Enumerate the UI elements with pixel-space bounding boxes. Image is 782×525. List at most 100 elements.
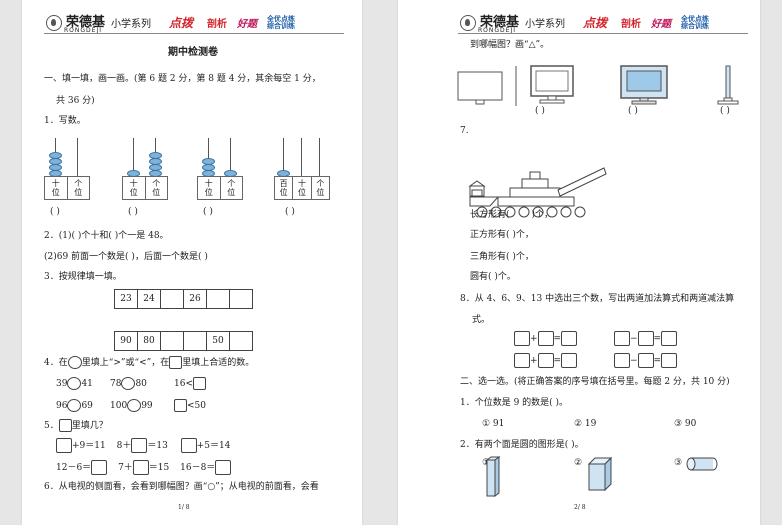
sequence-2: 90 80 50 — [114, 331, 253, 351]
seq2-cell — [160, 331, 184, 351]
brand-logo — [46, 14, 62, 31]
question-2a: 2．(1)( )个十和( )个一是 48。 — [44, 231, 169, 241]
choice-2-option-1[interactable]: ① — [482, 458, 491, 468]
fill-square[interactable] — [614, 331, 630, 346]
seq1-cell: 24 — [137, 289, 161, 309]
seq1-cell — [160, 289, 184, 309]
abacus-3: 十位个位 — [197, 138, 243, 202]
fill-square[interactable] — [614, 353, 630, 368]
badge-haoti: 好题 — [237, 19, 258, 30]
fill-square[interactable] — [561, 331, 578, 346]
q5-row-2: 12－6＝ 7＋＝15 16－8＝ — [56, 460, 232, 475]
tv-side-icon — [717, 65, 739, 105]
tv-blank-3: ( ) — [628, 106, 638, 116]
abacus-3-blank: ( ) — [203, 207, 213, 217]
compare-circle[interactable] — [67, 377, 82, 390]
fill-square[interactable] — [180, 438, 197, 453]
seq2-cell — [183, 331, 207, 351]
brand-name: 荣德基 — [480, 15, 520, 30]
seq1-cell — [229, 289, 253, 309]
question-7: 7. — [460, 126, 469, 136]
seq1-cell: 23 — [114, 289, 138, 309]
fill-square[interactable] — [132, 460, 149, 475]
shape-count-squares: 正方形有( )个， — [470, 230, 534, 240]
seq2-cell: 50 — [206, 331, 230, 351]
fill-square[interactable] — [131, 438, 148, 453]
fill-square[interactable] — [514, 331, 530, 346]
fill-square[interactable] — [637, 331, 654, 346]
fill-square[interactable] — [661, 353, 678, 368]
badge-pouxi: 剖析 — [207, 19, 228, 30]
sequence-1: 23 24 26 — [114, 289, 253, 309]
badge-dianbo: 点拨 — [169, 16, 194, 30]
fill-square[interactable] — [537, 331, 554, 346]
fill-square[interactable] — [91, 460, 108, 475]
abacus-1-col-2: 个位 — [74, 179, 83, 197]
cube-icon — [588, 456, 612, 492]
abacus-4-col-1: 百位 — [275, 177, 294, 199]
fill-square[interactable] — [514, 353, 530, 368]
fill-square[interactable] — [537, 353, 554, 368]
abacus-2-blank: ( ) — [128, 207, 138, 217]
subtraction-equation-2: −= — [614, 353, 678, 368]
q4-row-2-item-3: <50 — [174, 399, 206, 412]
square-blank-icon — [58, 419, 72, 432]
shape-count-triangles: 三角形有( )个， — [470, 252, 534, 262]
choice-2-option-2[interactable]: ② — [574, 458, 583, 468]
choice-1-option-3[interactable]: ③ 90 — [674, 419, 697, 429]
question-5: 5．里填几？ — [44, 419, 108, 432]
badge-haoti: 好题 — [651, 19, 672, 30]
abacus-4: 百位十位个位 — [274, 138, 330, 202]
fill-square[interactable] — [193, 377, 206, 390]
fill-square[interactable] — [174, 399, 187, 412]
choice-question-1: 1．个位数是 9 的数是( )。 — [460, 398, 569, 408]
square-blank-icon — [169, 356, 183, 369]
fill-square[interactable] — [215, 460, 232, 475]
tank-icon — [468, 167, 607, 218]
shape-count-rectangles: 长方形有()个， — [470, 210, 554, 220]
choice-1-option-2[interactable]: ② 19 — [574, 419, 597, 429]
abacus-1: 十位个位 — [44, 138, 90, 202]
question-2b: (2)69 前面一个数是( )，后面一个数是( ) — [44, 252, 208, 262]
section-2-heading: 二、选一选。(将正确答案的序号填在括号里。每题 2 分，共 10 分) — [460, 377, 730, 387]
choice-2-option-3[interactable]: ③ — [674, 458, 683, 468]
brand-series: 小学系列 — [525, 19, 566, 30]
tv-outline-front-icon — [530, 65, 574, 104]
page-number: 2/ 8 — [574, 504, 586, 511]
brand-header: 荣德基 RONGDEJI 小学系列 点拨 剖析 好题 全优点练综合训练 — [460, 14, 709, 34]
abacus-2-col-1: 十位 — [123, 177, 146, 199]
tv-back-icon — [457, 71, 503, 105]
fill-square[interactable] — [56, 438, 72, 453]
header-line — [458, 33, 748, 34]
compare-circle[interactable] — [127, 399, 142, 412]
choice-1-option-1[interactable]: ① 91 — [482, 419, 505, 429]
brand-sub: RONGDEJI — [478, 27, 516, 34]
question-4: 4．在里填上“>”或“<”，在里填上合适的数。 — [44, 356, 255, 369]
question-1: 1．写数。 — [44, 116, 86, 126]
question-3: 3．按规律填一填。 — [44, 272, 122, 282]
brand-sub: RONGDEJI — [64, 27, 102, 34]
seq1-cell — [206, 289, 230, 309]
fill-square[interactable] — [661, 331, 678, 346]
seq2-cell: 80 — [137, 331, 161, 351]
fill-square[interactable] — [637, 353, 654, 368]
page-1: 荣德基 RONGDEJI 小学系列 点拨 剖析 好题 全优点练综合训练 期中检测… — [22, 0, 362, 525]
abacus-4-blank: ( ) — [285, 207, 295, 217]
abacus-2: 十位个位 — [122, 138, 168, 202]
q5-row-1: +9＝11 8＋＝13 +5＝14 — [56, 438, 230, 453]
tv-colored-front-icon — [620, 65, 668, 105]
abacus-4-col-3: 个位 — [316, 179, 325, 197]
seq2-cell: 90 — [114, 331, 138, 351]
cylinder-icon — [686, 457, 718, 471]
header-line — [44, 33, 344, 34]
brand-series: 小学系列 — [111, 19, 152, 30]
tv-blank-4: ( ) — [720, 106, 730, 116]
choice-question-2: 2．有两个面是圆的图形是( )。 — [460, 440, 584, 450]
compare-circle[interactable] — [67, 399, 82, 412]
compare-circle[interactable] — [121, 377, 136, 390]
fill-square[interactable] — [561, 353, 578, 368]
